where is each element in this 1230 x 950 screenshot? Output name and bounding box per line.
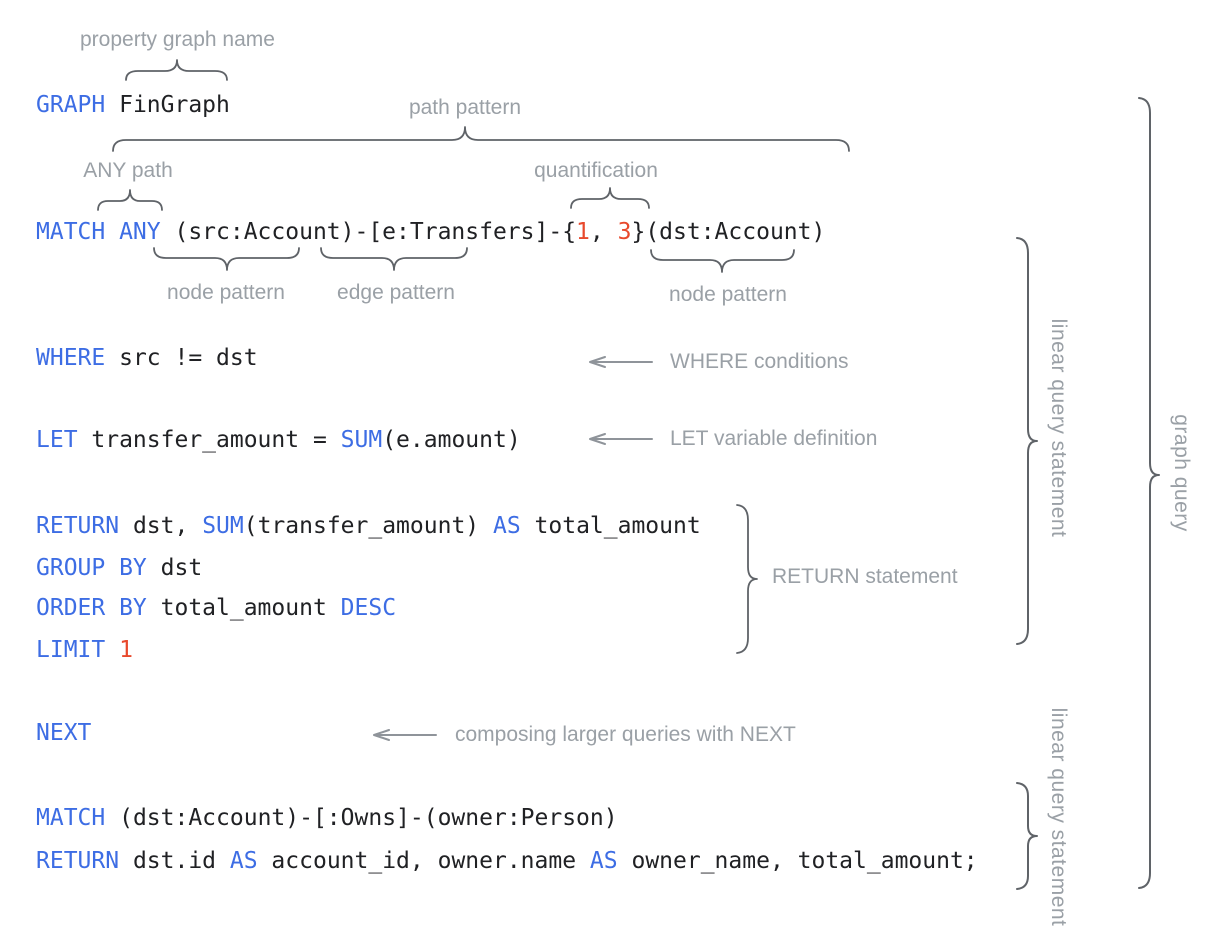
label-node-pattern-right: node pattern (669, 283, 787, 306)
label-linear-query-statement-top: linear query statement (1047, 318, 1070, 538)
code-token: transfer_amount = (77, 427, 341, 453)
code-token: SUM (202, 513, 244, 539)
label-linear-query-statement-bottom: linear query statement (1047, 707, 1070, 927)
label-node-pattern-left: node pattern (167, 281, 285, 304)
code-token: 1 (576, 219, 590, 245)
code-token: }(dst:Account) (631, 219, 826, 245)
code-line-where: WHERE src != dst (36, 344, 258, 372)
code-token: dst (146, 555, 203, 581)
code-token: dst, (119, 513, 203, 539)
underbrace-node-pattern-right-icon (650, 249, 795, 273)
left-arrow-let-icon (589, 433, 653, 445)
underbrace-edge-pattern-icon (320, 247, 468, 271)
label-property-graph-name: property graph name (80, 28, 275, 51)
code-token: (src:Account)-[e:Transfers]-{ (160, 219, 577, 245)
code-line-let: LET transfer_amount = SUM(e.amount) (36, 426, 521, 454)
code-line-order-by: ORDER BY total_amount DESC (36, 594, 396, 622)
code-token: AS (492, 513, 521, 539)
code-token: MATCH (36, 805, 106, 831)
code-token: account_id, owner.name (257, 848, 590, 874)
code-token: DESC (340, 595, 397, 621)
code-line-return-1: RETURN dst, SUM(transfer_amount) AS tota… (36, 512, 701, 540)
overbrace-any-icon (97, 189, 163, 211)
brace-linear-query-statement-top-icon (1016, 237, 1038, 645)
code-line-limit: LIMIT 1 (36, 636, 133, 664)
label-composing-next: composing larger queries with NEXT (455, 723, 796, 746)
code-token: 1 (119, 637, 133, 663)
code-token: WHERE (36, 345, 106, 371)
brace-graph-query-icon (1138, 97, 1160, 889)
code-token: RETURN (36, 513, 120, 539)
code-token: (e.amount) (382, 427, 521, 453)
code-token: RETURN (36, 848, 120, 874)
code-token: LIMIT (36, 637, 106, 663)
code-token: , (589, 219, 618, 245)
underbrace-node-pattern-left-icon (153, 247, 300, 271)
code-token: AS (229, 848, 258, 874)
code-token: (dst:Account)-[:Owns]-(owner:Person) (105, 805, 618, 831)
label-where-conditions: WHERE conditions (670, 350, 849, 373)
code-token: (transfer_amount) (243, 513, 493, 539)
overbrace-path-pattern-icon (112, 126, 850, 152)
code-line-next: NEXT (36, 719, 91, 747)
left-arrow-next-icon (373, 729, 437, 741)
label-quantification: quantification (534, 159, 658, 182)
code-token: ORDER BY (36, 595, 147, 621)
code-token: MATCH ANY (36, 219, 161, 245)
code-line-match-1: MATCH ANY (src:Account)-[e:Transfers]-{1… (36, 218, 825, 246)
overbrace-quantification-icon (570, 187, 650, 209)
brace-return-statement-icon (736, 504, 758, 654)
brace-linear-query-statement-bottom-icon (1016, 782, 1038, 890)
code-token: LET (36, 427, 78, 453)
label-path-pattern: path pattern (408, 96, 522, 119)
code-token: NEXT (36, 720, 92, 746)
left-arrow-where-icon (589, 356, 653, 368)
code-line-group-by: GROUP BY dst (36, 554, 202, 582)
label-let-variable-definition: LET variable definition (670, 427, 878, 450)
code-token: dst.id (119, 848, 230, 874)
code-token: owner_name, total_amount; (617, 848, 978, 874)
code-token: FinGraph (105, 92, 230, 118)
code-line-match-2: MATCH (dst:Account)-[:Owns]-(owner:Perso… (36, 804, 618, 832)
code-line-graph: GRAPH FinGraph (36, 91, 230, 119)
code-token: src != dst (105, 345, 258, 371)
label-graph-query: graph query (1170, 414, 1193, 532)
code-token: 3 (617, 219, 632, 245)
code-token: GRAPH (36, 92, 106, 118)
code-token (105, 637, 119, 663)
code-token: GROUP BY (36, 555, 147, 581)
code-token: AS (589, 848, 618, 874)
label-return-statement: RETURN statement (772, 565, 958, 588)
code-line-return-2: RETURN dst.id AS account_id, owner.name … (36, 847, 978, 875)
overbrace-fingraph-icon (125, 59, 228, 81)
code-token: total_amount (146, 595, 341, 621)
code-token: SUM (340, 427, 383, 453)
label-any-path: ANY path (83, 159, 173, 182)
code-token: total_amount (520, 513, 701, 539)
label-edge-pattern: edge pattern (337, 281, 455, 304)
